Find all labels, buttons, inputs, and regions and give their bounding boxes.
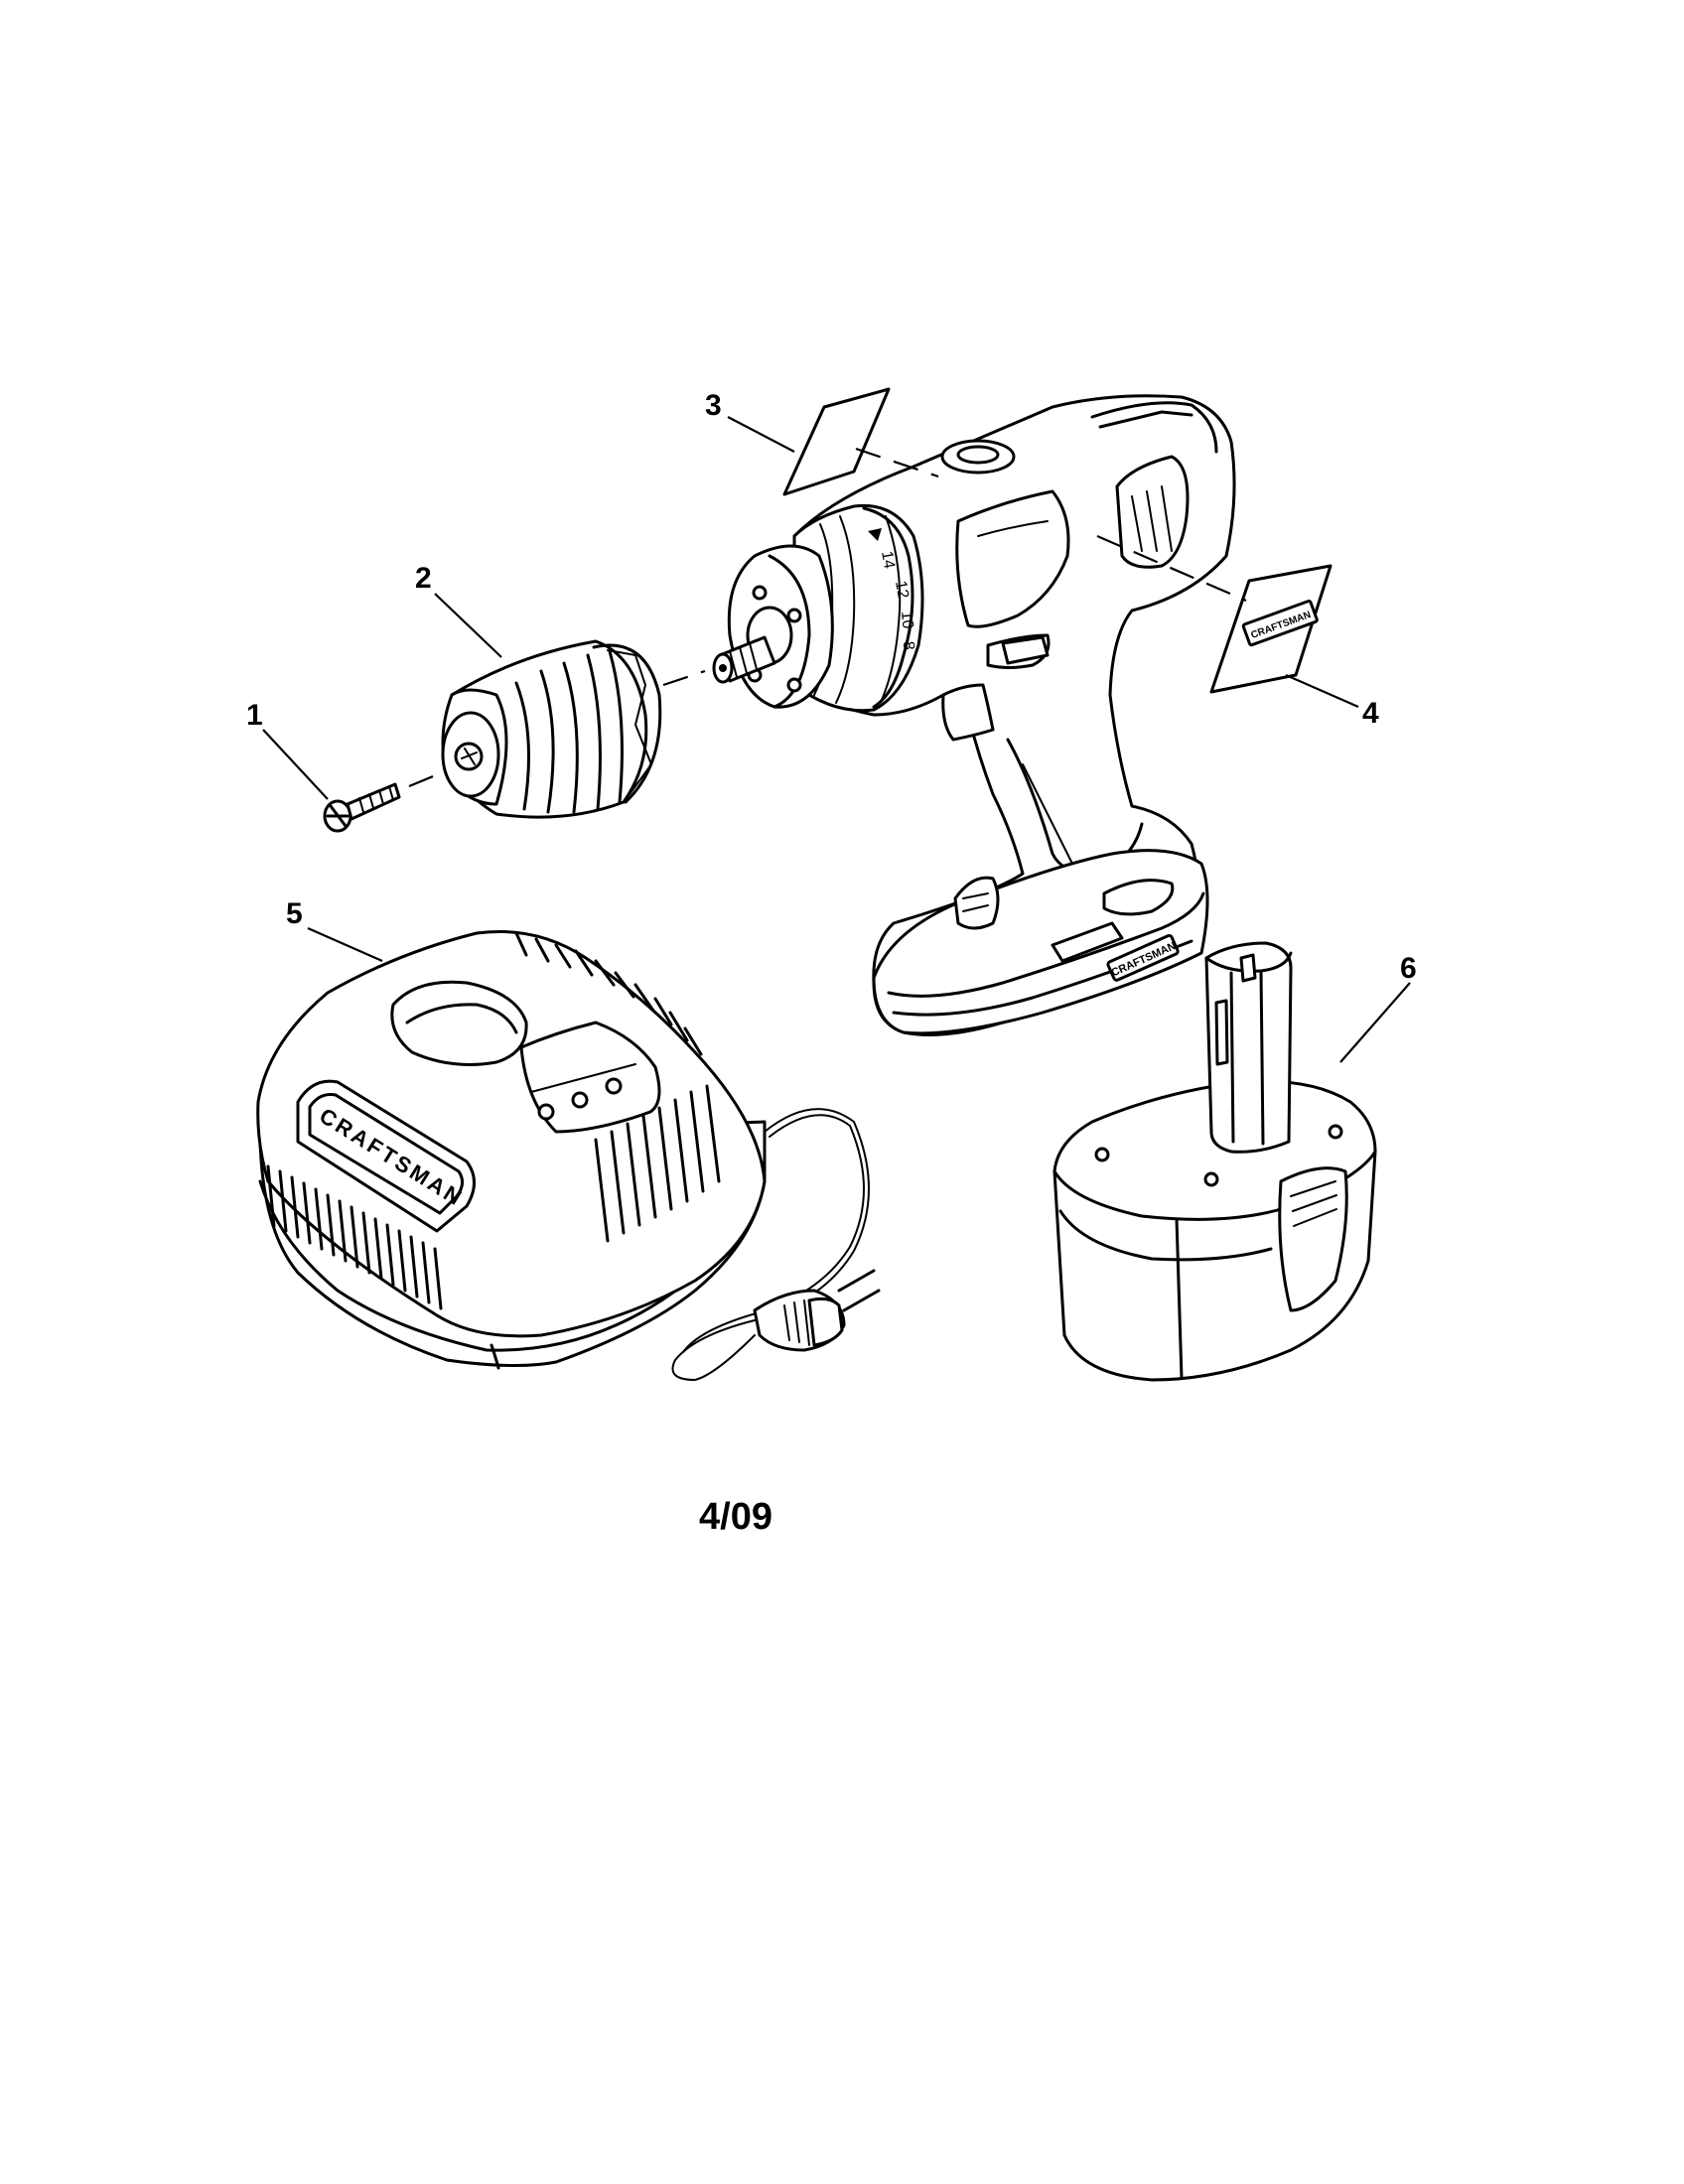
callout-1: 1 — [246, 699, 263, 732]
callout-2: 2 — [415, 562, 432, 595]
leader-6 — [1339, 982, 1411, 1063]
dial-mark-14: 14 — [878, 550, 898, 571]
decal-4-leader-dashed — [1096, 534, 1247, 603]
leader-2 — [434, 593, 502, 658]
leader-1 — [262, 729, 329, 800]
leader-5 — [307, 926, 383, 963]
callout-5: 5 — [286, 897, 303, 930]
callout-3: 3 — [705, 389, 722, 422]
callout-6: 6 — [1400, 952, 1417, 985]
chuck-to-spindle-leader — [662, 669, 706, 687]
part-1-screw — [323, 782, 401, 833]
part-4-decal: CRAFTSMAN — [1209, 564, 1333, 694]
dial-mark-8: 8 — [900, 641, 916, 651]
dial-mark-12: 12 — [892, 580, 912, 601]
leader-lines — [262, 416, 1411, 1063]
part-6-battery — [1052, 941, 1377, 1382]
leader-4 — [1285, 673, 1359, 709]
part-2-chuck — [441, 639, 662, 819]
part-5-charger: CRAFTSMAN — [256, 929, 881, 1382]
leader-3 — [727, 416, 795, 453]
decal-3-leader-dashed — [855, 447, 939, 478]
callout-numbers: 1 2 3 4 5 6 — [246, 389, 1417, 985]
drill-body: CRAFTSMAN 14 12 10 8 — [712, 394, 1236, 1036]
callout-4: 4 — [1362, 697, 1379, 730]
date-code: 4/09 — [699, 1496, 772, 1538]
part-3-decal — [782, 387, 891, 496]
dial-mark-10: 10 — [898, 611, 915, 629]
